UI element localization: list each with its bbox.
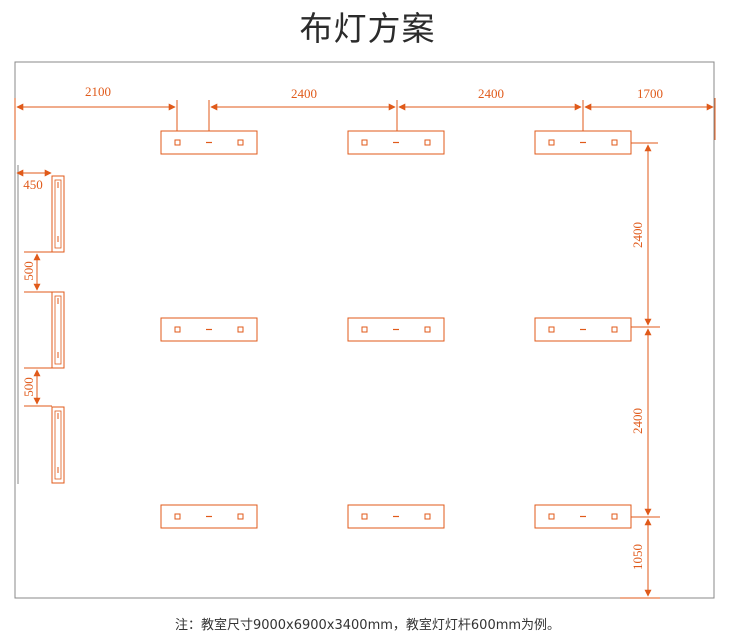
page-title: 布灯方案 <box>299 9 436 48</box>
dim-right-2: 2400 <box>630 408 645 434</box>
ceiling-light-fixture <box>347 317 445 342</box>
dim-left-offset: 450 <box>23 177 43 192</box>
blackboard-light-fixture <box>51 175 65 253</box>
dim-right-1: 2400 <box>630 222 645 248</box>
dim-top-3: 2400 <box>478 86 504 101</box>
right-dimensions <box>615 142 660 599</box>
ceiling-light-fixture <box>534 130 632 155</box>
blackboard-light-fixture <box>51 291 65 369</box>
ceiling-light-fixture <box>347 130 445 155</box>
ceiling-light-fixture <box>347 504 445 529</box>
ceiling-lights <box>160 130 632 529</box>
ceiling-light-fixture <box>160 130 258 155</box>
dim-left-gap-1: 500 <box>21 261 36 281</box>
dim-top-4: 1700 <box>637 86 663 101</box>
blackboard-light-fixture <box>51 406 65 484</box>
ceiling-light-fixture <box>534 504 632 529</box>
room-outline <box>14 61 715 599</box>
ceiling-light-fixture <box>534 317 632 342</box>
blackboard-lights <box>51 175 65 484</box>
dim-top-1: 2100 <box>85 84 111 99</box>
dim-top-2: 2400 <box>291 86 317 101</box>
ceiling-light-fixture <box>160 317 258 342</box>
dim-left-gap-2: 500 <box>21 377 36 397</box>
dim-right-3: 1050 <box>630 544 645 570</box>
left-dimensions <box>16 169 52 407</box>
ceiling-light-fixture <box>160 504 258 529</box>
footnote: 注：教室尺寸9000x6900x3400mm，教室灯灯杆600mm为例。 <box>174 618 561 633</box>
